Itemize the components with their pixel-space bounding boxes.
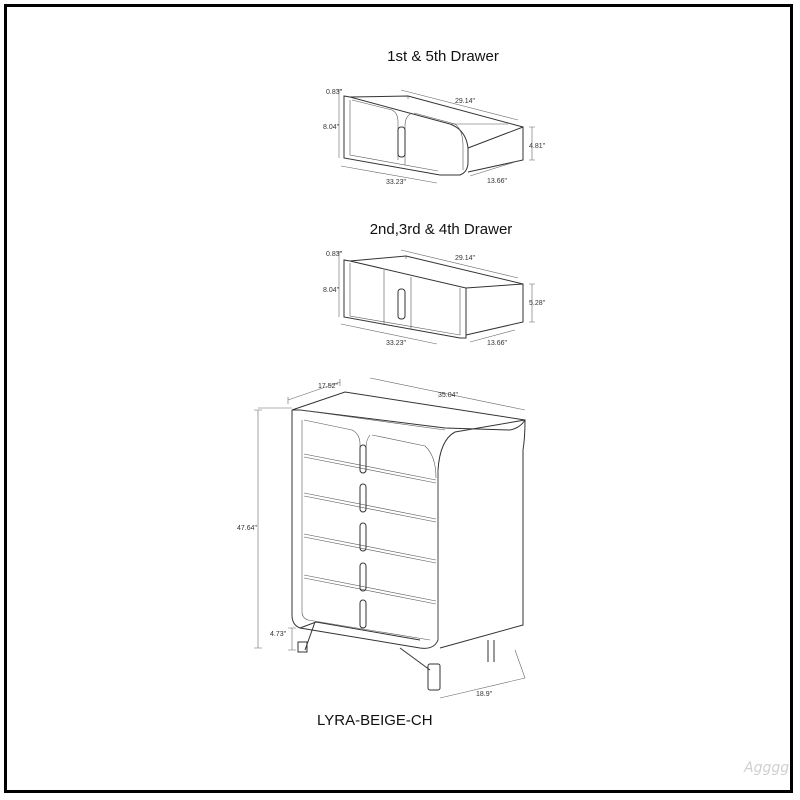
dim-inner-width: 13.66" bbox=[487, 340, 508, 347]
chest-drawer-1-right bbox=[371, 434, 437, 479]
dim-leg-height: 4.73" bbox=[270, 631, 287, 638]
dim-side-height: 4.81" bbox=[529, 143, 546, 150]
chest-handle-1 bbox=[359, 444, 367, 474]
drawer-mid-title: 2nd,3rd & 4th Drawer bbox=[370, 221, 513, 238]
drawer-top-front bbox=[343, 95, 469, 176]
chest-diagram: 17.52" 35.04" 47.64" 4.73" 18.9" bbox=[237, 377, 526, 699]
dim-inner-width: 13.66" bbox=[487, 178, 508, 185]
dim-chest-height: 47.64" bbox=[237, 525, 258, 532]
drawer-mid-handle bbox=[397, 288, 406, 320]
dim-front-height: 8.04" bbox=[323, 124, 340, 131]
drawer-top-box bbox=[467, 126, 524, 173]
dim-side-height: 5.28" bbox=[529, 300, 546, 307]
chest-handle-3 bbox=[359, 522, 367, 552]
dim-depth: 29.14" bbox=[455, 255, 476, 262]
chest-handle-4 bbox=[359, 562, 367, 592]
leg-back-right bbox=[487, 640, 495, 662]
chest-handle-5 bbox=[359, 599, 367, 629]
drawer-mid-box bbox=[465, 283, 524, 336]
drawer-top-title: 1st & 5th Drawer bbox=[387, 48, 499, 65]
dim-front-height: 8.04" bbox=[323, 287, 340, 294]
leg-front-right bbox=[399, 647, 431, 671]
dim-depth: 29.14" bbox=[455, 98, 476, 105]
dim-front-width: 33.23" bbox=[386, 179, 407, 186]
chest-top bbox=[291, 391, 526, 431]
drawer-diagram-mid: 2nd,3rd & 4th Drawer 0.83" 29.14" 8.04" … bbox=[323, 221, 546, 347]
chest-side bbox=[439, 419, 526, 649]
chest-drawer-3 bbox=[303, 533, 437, 561]
drawer-top-handle bbox=[397, 126, 406, 158]
dim-leg-span: 18.9" bbox=[476, 691, 493, 698]
chest-drawer-1-left bbox=[303, 419, 361, 456]
dim-front-thickness: 0.83" bbox=[326, 251, 343, 258]
watermark: Agggg bbox=[743, 760, 789, 776]
chest-drawer-2 bbox=[303, 492, 437, 520]
dim-front-thickness: 0.83" bbox=[326, 89, 343, 96]
dim-front-width: 33.23" bbox=[386, 340, 407, 347]
chest-handle-2 bbox=[359, 483, 367, 513]
model-label: LYRA-BEIGE-CH bbox=[317, 712, 433, 729]
chest-drawer-4 bbox=[303, 574, 437, 602]
drawer-diagram-top: 1st & 5th Drawer 0.83" 29.14" 8.04" 4.81… bbox=[323, 48, 546, 186]
chest-front-frame bbox=[291, 410, 526, 649]
dim-chest-depth: 17.52" bbox=[318, 383, 339, 390]
dim-chest-width: 35.04" bbox=[438, 392, 459, 399]
